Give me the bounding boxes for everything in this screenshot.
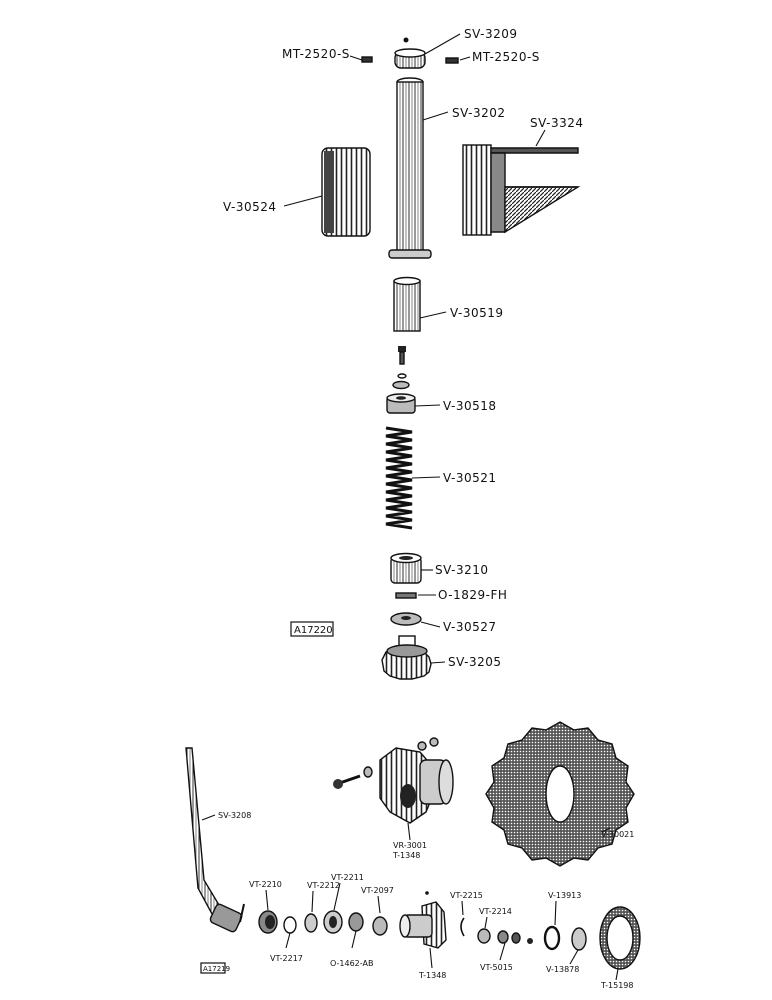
part-vt-5015: VT-5015	[480, 930, 533, 972]
label-t-1348: T-1348	[418, 971, 446, 980]
part-v-30527: V-30527	[390, 612, 497, 634]
label-v-30524: V-30524	[223, 200, 277, 214]
label-sv-3202: SV-3202	[452, 106, 506, 120]
part-t-1348: T-1348	[399, 891, 447, 980]
label-sv-3210: SV-3210	[435, 563, 489, 577]
part-vt-2212: VT-2212	[304, 881, 340, 933]
part-v-30021-disc: V-30021	[485, 721, 635, 867]
part-t-15198: T-15198	[599, 906, 641, 990]
label-mt-2520-s-right: MT-2520-S	[472, 50, 540, 64]
part-vt-2214: VT-2214	[477, 907, 512, 944]
part-v-30524: V-30524	[223, 147, 371, 237]
label-sv-3209: SV-3209	[464, 27, 518, 41]
part-o-1462-ab: O-1462-AB	[330, 912, 373, 968]
label-vt-2214: VT-2214	[479, 907, 512, 916]
lower-assembly: SV-3208 VR-3001 T-1348 V-30021 VT-221	[185, 721, 641, 990]
label-v-30021: V-30021	[601, 830, 634, 839]
part-vr-3001-hub: VR-3001 T-1348	[333, 737, 454, 860]
part-vt-2097: VT-2097	[361, 886, 394, 936]
part-o-1829-fh: O-1829-FH	[395, 588, 507, 602]
part-mt-2520-s-left: MT-2520-S	[282, 47, 373, 63]
label-o-1462-ab: O-1462-AB	[330, 959, 373, 968]
part-sv-3202: SV-3202	[388, 77, 506, 259]
label-vt-2217: VT-2217	[270, 954, 303, 963]
part-sv-3210: SV-3210	[390, 552, 489, 584]
part-vt-2215: VT-2215	[450, 891, 483, 937]
part-sv-3209: SV-3209	[394, 27, 518, 69]
small-bolt-and-washers	[392, 346, 410, 390]
part-vt-2210: VT-2210	[249, 880, 282, 934]
sv-3209-pin	[403, 37, 409, 43]
label-vt-2210: VT-2210	[249, 880, 282, 889]
label-v-30519: V-30519	[450, 306, 504, 320]
label-vt-2211: VT-2211	[331, 873, 364, 882]
part-sv-3324: SV-3324	[462, 116, 584, 236]
label-v-13913: V-13913	[548, 891, 581, 900]
part-mt-2520-s-right: MT-2520-S	[445, 50, 540, 64]
label-v-13878: V-13878	[546, 965, 579, 974]
part-v-13913: V-13913	[543, 891, 581, 951]
label-vr-3001: VR-3001	[393, 841, 427, 850]
part-v-13878: V-13878	[546, 927, 587, 974]
label-sv-3208: SV-3208	[218, 811, 251, 820]
part-sv-3208: SV-3208	[185, 747, 251, 933]
label-vt-5015: VT-5015	[480, 963, 513, 972]
label-vt-2215: VT-2215	[450, 891, 483, 900]
part-v-30519: V-30519	[393, 276, 504, 332]
label-sv-3205: SV-3205	[448, 655, 502, 669]
figure-code-lower: A17219	[200, 962, 230, 974]
figure-code-a17220: A17220	[294, 625, 333, 636]
figure-code-upper: A17220	[290, 621, 334, 637]
part-vt-2217: VT-2217	[270, 916, 303, 963]
label-mt-2520-s-left: MT-2520-S	[282, 47, 350, 61]
figure-code-a17219: A17219	[203, 965, 230, 973]
label-t-1348-hub: T-1348	[392, 851, 420, 860]
part-v-30521: V-30521	[385, 426, 497, 530]
label-v-30521: V-30521	[443, 471, 497, 485]
label-vt-2097: VT-2097	[361, 886, 394, 895]
part-sv-3205: SV-3205	[381, 635, 502, 680]
label-sv-3324: SV-3324	[530, 116, 584, 130]
upper-assembly: SV-3209 MT-2520-S MT-2520-S SV-3202	[223, 27, 584, 680]
part-vt-2211: VT-2211	[323, 873, 364, 934]
label-v-30518: V-30518	[443, 399, 497, 413]
label-vt-2212: VT-2212	[307, 881, 340, 890]
label-t-15198: T-15198	[600, 981, 634, 990]
part-v-30518: V-30518	[386, 393, 497, 414]
label-v-30527: V-30527	[443, 620, 497, 634]
label-o-1829-fh: O-1829-FH	[438, 588, 507, 602]
